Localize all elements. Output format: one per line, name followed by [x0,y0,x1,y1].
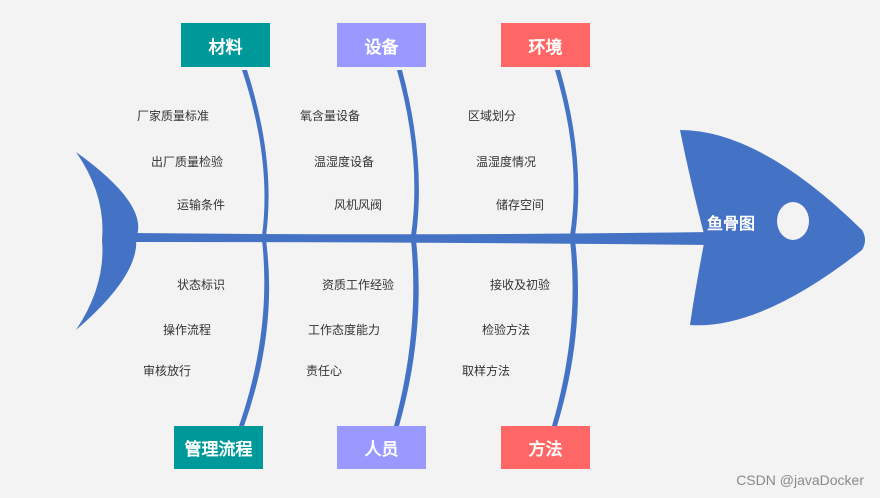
fish-tail [76,152,139,330]
category-method: 方法 [501,426,590,469]
cause-label: 工作态度能力 [307,323,381,337]
cause-label: 责任心 [305,364,343,378]
bone-bottom-2 [394,240,419,426]
cause-label: 状态标识 [176,278,226,292]
category-equipment: 设备 [337,23,426,67]
cause-label: 氧含量设备 [299,109,361,123]
cause-label: 区域划分 [467,109,517,123]
category-environment: 环境 [501,23,590,67]
bone-top-2 [397,70,419,236]
cause-label: 温湿度设备 [313,155,375,169]
cause-label: 温湿度情况 [475,155,537,169]
cause-label: 厂家质量标准 [136,109,210,123]
watermark: CSDN @javaDocker [736,472,864,488]
category-management-process: 管理流程 [174,426,263,469]
bone-top-1 [242,70,269,236]
bone-bottom-1 [239,240,270,426]
bone-top-3 [555,70,579,236]
fishbone-title: 鱼骨图 [707,214,756,233]
cause-label: 审核放行 [142,364,192,378]
cause-label: 出厂质量检验 [150,155,224,169]
cause-label: 检验方法 [481,323,531,337]
cause-label: 取样方法 [461,364,511,378]
bone-bottom-3 [552,240,579,426]
cause-label: 储存空间 [495,198,545,212]
cause-label: 资质工作经验 [321,278,395,292]
cause-label: 接收及初验 [489,278,551,292]
cause-label: 运输条件 [176,198,226,212]
fish-eye [777,202,809,240]
cause-label: 风机风阀 [333,198,383,212]
category-personnel: 人员 [337,426,426,469]
category-materials: 材料 [181,23,270,67]
fish-head [680,130,865,326]
fish-spine [132,232,712,245]
cause-label: 操作流程 [162,323,212,337]
